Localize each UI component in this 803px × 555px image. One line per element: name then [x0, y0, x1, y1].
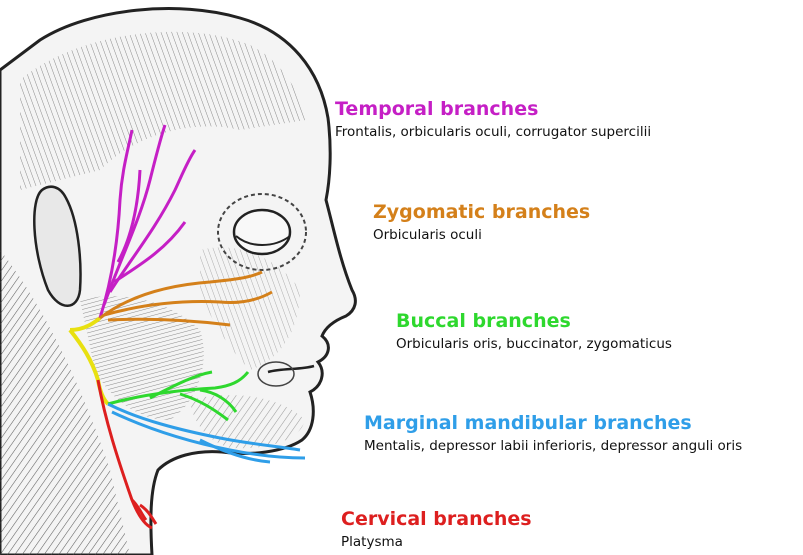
marginal-mandibular-branches-muscles: Mentalis, depressor labii inferioris, de…	[364, 437, 742, 455]
zygomatic-label-group: Zygomatic branches Orbicularis oculi	[373, 201, 590, 244]
temporal-branches-muscles: Frontalis, orbicularis oculi, corrugator…	[335, 123, 651, 141]
cervical-branches-muscles: Platysma	[341, 533, 532, 551]
cervical-label-group: Cervical branches Platysma	[341, 508, 532, 551]
temporal-branches-title: Temporal branches	[335, 98, 651, 120]
buccal-branches-title: Buccal branches	[396, 310, 672, 332]
temporal-label-group: Temporal branches Frontalis, orbicularis…	[335, 98, 651, 141]
zygomatic-branches-muscles: Orbicularis oculi	[373, 226, 590, 244]
eye	[234, 210, 290, 254]
buccal-label-group: Buccal branches Orbicularis oris, buccin…	[396, 310, 672, 353]
buccal-branches-muscles: Orbicularis oris, buccinator, zygomaticu…	[396, 335, 672, 353]
cervical-branches-title: Cervical branches	[341, 508, 532, 530]
marginal-mandibular-label-group: Marginal mandibular branches Mentalis, d…	[364, 412, 742, 455]
marginal-mandibular-branches-title: Marginal mandibular branches	[364, 412, 742, 434]
zygomatic-branches-title: Zygomatic branches	[373, 201, 590, 223]
